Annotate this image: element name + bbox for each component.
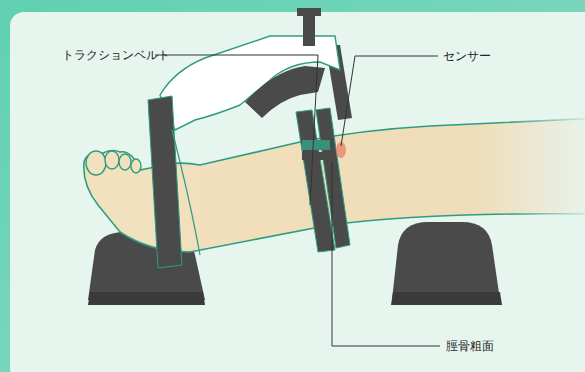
device-pad [245, 66, 325, 118]
part-label: 脛骨粗面 [446, 339, 494, 353]
traction-belt [302, 152, 330, 160]
strap-line [172, 130, 200, 255]
adjust-knob [297, 8, 321, 16]
support-base [88, 292, 205, 305]
panel [10, 12, 585, 372]
ankle-strap [148, 96, 182, 268]
thigh-support [392, 222, 500, 300]
toes [86, 151, 141, 175]
part-label: センサー [443, 49, 491, 63]
support-base [391, 292, 502, 305]
device-upright [316, 108, 350, 248]
traction-belt [302, 140, 330, 150]
part-label: トラクションベルト [62, 48, 170, 62]
leader-line [155, 55, 440, 346]
